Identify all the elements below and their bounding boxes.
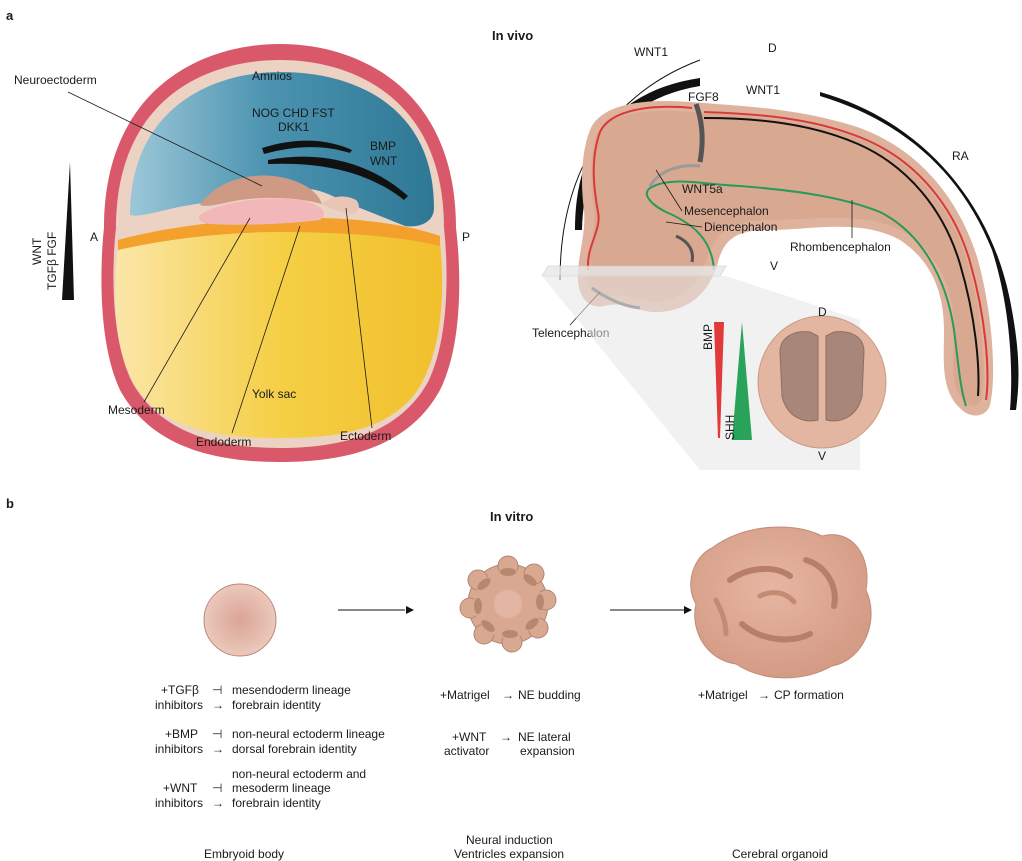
ni-factor-2-symbol: →	[500, 730, 512, 744]
eb-factor-1-l2: inhibitors	[155, 698, 203, 712]
wnt5a-label: WNT5a	[682, 182, 723, 196]
wnt1-left-label: WNT1	[634, 45, 668, 59]
ni-factor-2-l2: activator	[444, 744, 489, 758]
ectoderm-label: Ectoderm	[340, 429, 391, 443]
endoderm-label: Endoderm	[196, 435, 251, 449]
inhibitors-line1: NOG CHD FST	[252, 106, 335, 120]
ni-factor-2-result-l2: expansion	[520, 744, 575, 758]
in-vitro-title: In vitro	[490, 509, 533, 524]
ni-factor-2-result-l1: NE lateral	[518, 730, 571, 744]
section-ventral-label: V	[818, 449, 826, 463]
ni-factor-1-label: +Matrigel	[440, 688, 490, 702]
bmp-label: BMP	[370, 139, 396, 153]
eb-factor-3-l2: inhibitors	[155, 796, 203, 810]
posterior-label: P	[462, 230, 470, 244]
section-plane	[542, 266, 726, 276]
neuroectoderm-label: Neuroectoderm	[14, 73, 97, 87]
in-vivo-title: In vivo	[492, 28, 533, 43]
bmp-gradient-label: BMP	[701, 324, 715, 350]
cerebral-organoid	[691, 527, 871, 678]
eb-factor-2-l2: inhibitors	[155, 742, 203, 756]
eb-factor-1-promote-symbol: →	[212, 698, 224, 712]
rhombencephalon-label: Rhombencephalon	[790, 240, 891, 254]
amnios-label: Amnios	[252, 69, 292, 83]
eb-factor-3-l1: +WNT	[163, 781, 198, 795]
co-factor-1-result: CP formation	[774, 688, 844, 702]
gradient-label-1: WNT	[30, 237, 44, 265]
section-outer	[758, 316, 886, 448]
eb-factor-3-inhibit-symbol: ⊣	[212, 781, 222, 795]
stage-embryoid-body: Embryoid body	[204, 847, 284, 861]
eb-factor-1-inhibits: mesendoderm lineage	[232, 683, 351, 697]
eb-factor-2-promotes: dorsal forebrain identity	[232, 742, 357, 756]
eb-factor-2-l1: +BMP	[165, 727, 198, 741]
eb-factor-2-inhibit-symbol: ⊣	[212, 727, 222, 741]
anterior-label: A	[90, 230, 98, 244]
panel-b-letter: b	[6, 496, 14, 511]
diencephalon-label: Diencephalon	[704, 220, 777, 234]
mesoderm-label: Mesoderm	[108, 403, 165, 417]
neural-induction-organoid	[460, 556, 556, 652]
stage-neural-induction-l2: Ventricles expansion	[454, 847, 564, 861]
wnt1-right-label: WNT1	[746, 83, 780, 97]
eb-factor-2-inhibits: non-neural ectoderm lineage	[232, 727, 385, 741]
fgf8-label: FGF8	[688, 90, 719, 104]
arrow-2-head	[684, 606, 692, 614]
wnt-label: WNT	[370, 154, 398, 168]
co-factor-1-label: +Matrigel	[698, 688, 748, 702]
eb-factor-3-inhibits-l1: non-neural ectoderm and	[232, 767, 366, 781]
stage-neural-induction-l1: Neural induction	[466, 833, 553, 847]
arrow-1-head	[406, 606, 414, 614]
eb-factor-3-promote-symbol: →	[212, 796, 224, 810]
yolk-sac-label: Yolk sac	[252, 387, 296, 401]
eb-factor-2-promote-symbol: →	[212, 742, 224, 756]
ra-label: RA	[952, 149, 969, 163]
eb-factor-3-promotes: forebrain identity	[232, 796, 321, 810]
co-factor-1-symbol: →	[758, 688, 770, 702]
ni-factor-2-l1: +WNT	[452, 730, 487, 744]
stage-cerebral-organoid: Cerebral organoid	[732, 847, 828, 861]
panel-a-letter: a	[6, 8, 14, 23]
gradient-label-2: TGFβ FGF	[45, 232, 59, 290]
ni-factor-1-result: NE budding	[518, 688, 581, 702]
ni-factor-1-symbol: →	[502, 688, 514, 702]
inhibitors-line2: DKK1	[278, 120, 310, 134]
eb-factor-1-promotes: forebrain identity	[232, 698, 321, 712]
eb-factor-1-l1: +TGFβ	[161, 683, 199, 697]
section-dorsal-label: D	[818, 305, 827, 319]
signal-gradient-wedge	[62, 162, 74, 300]
eb-factor-3-inhibits-l2: mesoderm lineage	[232, 781, 331, 795]
embryoid-body	[204, 584, 276, 656]
shh-gradient-label: SHH	[723, 415, 737, 440]
ventral-label: V	[770, 259, 778, 273]
mesencephalon-label: Mesencephalon	[684, 204, 769, 218]
dorsal-label: D	[768, 41, 777, 55]
eb-factor-1-inhibit-symbol: ⊣	[212, 683, 222, 697]
